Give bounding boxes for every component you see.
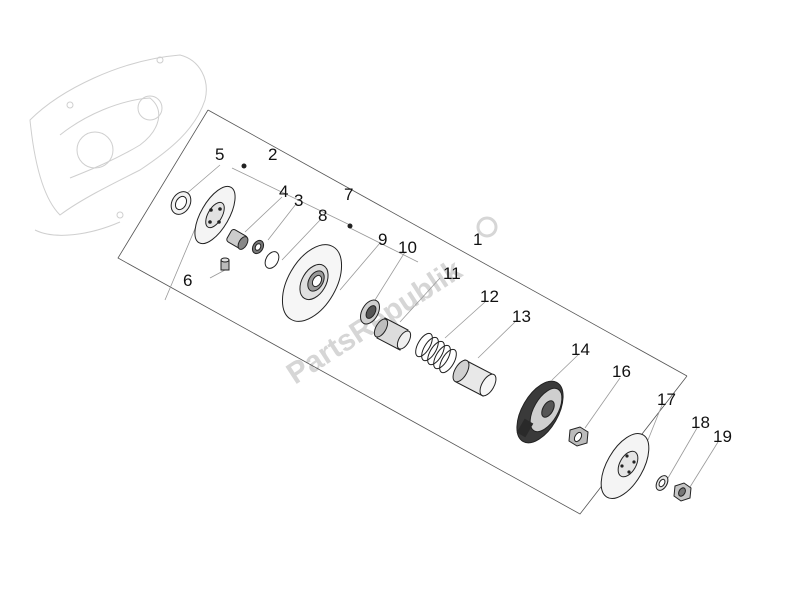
callout-4: 4 bbox=[279, 182, 288, 201]
part-4-bushing bbox=[226, 229, 249, 250]
part-12-spring bbox=[415, 332, 457, 374]
callout-2: 2 bbox=[268, 145, 277, 164]
callout-5: 5 bbox=[215, 145, 224, 164]
part-19-nut bbox=[673, 482, 692, 502]
callout-11: 11 bbox=[443, 264, 461, 283]
part-14-clutch-assembly bbox=[516, 380, 564, 444]
part-13-spacer bbox=[452, 359, 497, 397]
watermark-gear-icon bbox=[476, 216, 498, 238]
callout-8: 8 bbox=[318, 206, 327, 225]
part-9-bearing-ring bbox=[360, 299, 380, 325]
callout-1: 1 bbox=[473, 230, 482, 249]
callout-10: 10 bbox=[398, 238, 417, 257]
marker-dot bbox=[347, 223, 353, 229]
callout-7: 7 bbox=[344, 185, 353, 204]
leader-lines bbox=[184, 164, 719, 488]
part-16-nut bbox=[568, 426, 589, 447]
part-8-o-ring bbox=[264, 251, 280, 269]
callout-12: 12 bbox=[480, 287, 499, 306]
callout-18: 18 bbox=[691, 413, 710, 432]
callout-16: 16 bbox=[612, 362, 631, 381]
part-3-bearing bbox=[251, 239, 265, 255]
part-2-drive-pulley bbox=[194, 185, 236, 245]
callout-labels: 1 2 3 4 5 6 7 8 9 10 11 12 13 14 16 17 1… bbox=[183, 145, 732, 446]
part-18-washer bbox=[655, 475, 669, 491]
callout-6: 6 bbox=[183, 271, 192, 290]
part-7-movable-pulley bbox=[281, 244, 343, 322]
callout-17: 17 bbox=[657, 390, 676, 409]
marker-dot bbox=[241, 163, 247, 169]
callout-14: 14 bbox=[571, 340, 590, 359]
part-17-clutch-bell bbox=[600, 433, 650, 499]
callout-9: 9 bbox=[378, 230, 387, 249]
callout-19: 19 bbox=[713, 427, 732, 446]
callout-13: 13 bbox=[512, 307, 531, 326]
part-6-pin bbox=[220, 257, 230, 271]
part-5-washer bbox=[170, 191, 192, 215]
engine-casing-ghost bbox=[29, 54, 207, 236]
part-11-sleeve bbox=[373, 317, 412, 351]
callout-3: 3 bbox=[294, 191, 303, 210]
